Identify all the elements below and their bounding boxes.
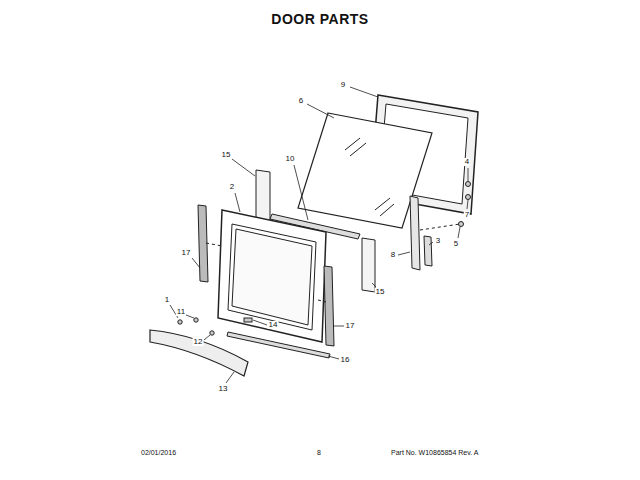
leader-line: [294, 165, 308, 220]
leader-line: [253, 320, 267, 325]
callout-number: 17: [345, 322, 356, 330]
callout-number: 8: [390, 251, 396, 259]
leader-line: [328, 356, 339, 359]
leader-line: [235, 193, 240, 212]
leader-line: [398, 252, 410, 255]
screw: [459, 222, 464, 227]
leader-line: [232, 159, 255, 176]
leader-line: [372, 283, 376, 287]
screw: [178, 320, 182, 324]
hinge-piece: [424, 236, 432, 266]
callout-number: 4: [464, 158, 470, 166]
assembly-line: [318, 300, 326, 302]
footer-text: 02/01/2016: [140, 449, 177, 456]
bottom-trim: [227, 332, 330, 358]
callout-number: 1: [164, 296, 170, 304]
leader-line: [186, 315, 194, 318]
callout-number: 12: [193, 338, 204, 346]
page-title: DOOR PARTS: [270, 12, 369, 26]
footer-text: Part No. W10865854 Rev. A: [390, 449, 479, 456]
leader-lines: [170, 87, 468, 383]
leader-line: [458, 227, 460, 238]
callout-number: 3: [435, 237, 441, 245]
assembly-line: [420, 224, 460, 230]
screw: [194, 318, 198, 322]
screw: [466, 182, 471, 187]
leader-line: [468, 168, 469, 181]
leader-line: [307, 104, 334, 118]
small-part: [244, 318, 252, 322]
callout-number: 14: [268, 321, 279, 329]
callout-number: 2: [229, 183, 235, 191]
assembly-line: [206, 243, 222, 246]
glass-glare: [375, 198, 390, 210]
callout-number: 7: [464, 211, 470, 219]
leader-line: [226, 372, 234, 383]
callout-number: 13: [218, 385, 229, 393]
spacer: [362, 238, 375, 292]
callout-number: 16: [340, 356, 351, 364]
callout-number: 5: [453, 240, 459, 248]
glass-glare: [345, 138, 360, 150]
screw: [210, 331, 214, 335]
glass-glare: [380, 204, 394, 216]
outer-door: [218, 210, 326, 342]
callout-number: 9: [340, 81, 346, 89]
outer-door-window-inner: [232, 229, 312, 325]
callout-number: 17: [181, 249, 192, 257]
glass-glare: [350, 143, 366, 156]
leader-line: [204, 335, 210, 340]
leader-line: [192, 258, 200, 268]
door-handle: [150, 330, 248, 376]
leader-line: [350, 87, 378, 97]
leader-line: [467, 200, 468, 209]
callout-number: 10: [285, 155, 296, 163]
callout-number: 15: [221, 151, 232, 159]
side-trim: [324, 266, 334, 346]
callout-number: 11: [176, 308, 186, 316]
callout-number: 15: [375, 288, 386, 296]
callout-number: 6: [298, 97, 304, 105]
screw: [466, 195, 471, 200]
hinge-bracket: [410, 196, 420, 270]
leader-line: [429, 242, 433, 245]
leader-line: [334, 326, 344, 327]
outer-door-window: [228, 224, 316, 330]
footer-text: 8: [316, 449, 322, 456]
